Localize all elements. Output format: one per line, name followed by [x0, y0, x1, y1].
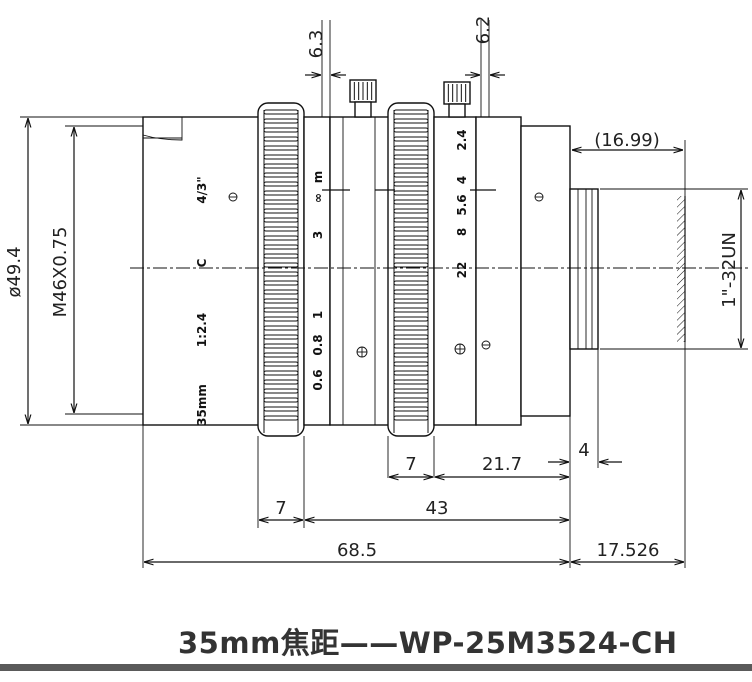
dim-top-right: 6.2	[473, 16, 494, 45]
dim-diameter: ø49.4	[4, 246, 25, 297]
dim-top-left: 6.3	[306, 30, 327, 59]
dim-mid-length: 43	[426, 498, 449, 519]
iris-scale-56: 5.6	[455, 194, 469, 215]
focus-scale-06: 0.6	[311, 369, 325, 390]
lock-screw-icon	[447, 84, 467, 102]
focus-scale-3: 3	[311, 231, 325, 239]
dim-total-length: 68.5	[337, 540, 377, 561]
iris-scale-8: 8	[455, 228, 469, 236]
aperture-label: 1:2.4	[195, 313, 209, 347]
dim-thread-spec: 1"-32UN	[719, 232, 740, 308]
format-label: 4/3"	[195, 176, 209, 203]
iris-scale-24: 2.4	[455, 129, 469, 150]
lens-body	[142, 79, 686, 437]
iris-ring-knurl	[393, 109, 429, 433]
focus-scale-m: m	[311, 171, 325, 184]
dim-ring-width: 7	[275, 498, 286, 519]
focus-scale-08: 0.8	[311, 334, 325, 355]
dim-mount-thread: M46X0.75	[50, 227, 71, 318]
bottom-rule	[0, 664, 752, 671]
lock-screw-icon	[353, 82, 373, 100]
focus-ring-knurl	[263, 109, 299, 433]
focus-scale-1: 1	[311, 311, 325, 319]
mount-label: C	[195, 258, 209, 267]
iris-scale-4: 4	[455, 176, 469, 184]
page-title: 35mm焦距——WP-25M3524-CH	[178, 626, 678, 660]
focus-scale-inf: ∞	[311, 193, 325, 203]
focal-label: 35mm	[195, 384, 209, 426]
dim-ring-width-2: 7	[405, 454, 416, 475]
dim-back-focus: 17.526	[597, 540, 660, 561]
dim-flange-step: 4	[578, 440, 589, 461]
dim-ref-length: (16.99)	[594, 130, 660, 151]
dim-rear-length: 21.7	[482, 454, 522, 475]
iris-scale-22: 22	[455, 262, 469, 279]
dimension-lines	[20, 20, 748, 568]
